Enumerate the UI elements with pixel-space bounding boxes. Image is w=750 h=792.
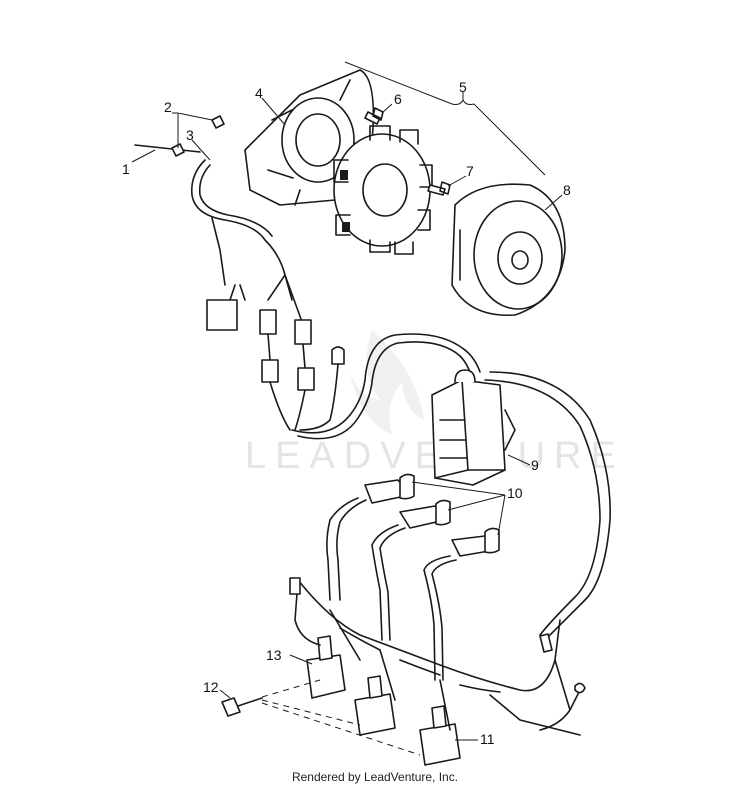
callout-1: 1 xyxy=(122,161,130,177)
watermark-text: LEADVENTURE xyxy=(245,435,625,477)
bolt-1 xyxy=(134,144,201,153)
watermark: LEADVENTURE xyxy=(245,330,625,477)
right-wire xyxy=(484,371,611,641)
callout-12: 12 xyxy=(203,679,219,695)
ht-leads xyxy=(326,497,457,681)
callout-9: 9 xyxy=(531,457,539,473)
footer-credit: Rendered by LeadVenture, Inc. xyxy=(291,770,459,784)
coil-harness xyxy=(289,577,586,736)
mount-bolt xyxy=(221,679,421,756)
ignition-coils xyxy=(306,635,461,766)
callout-2: 2 xyxy=(164,99,172,115)
callout-7: 7 xyxy=(466,163,474,179)
callout-4: 4 xyxy=(255,85,263,101)
cdi-harness xyxy=(269,333,481,440)
callout-3: 3 xyxy=(186,127,194,143)
connectors xyxy=(206,299,345,391)
leader-lines xyxy=(131,61,563,741)
callout-5: 5 xyxy=(459,79,467,95)
bolts xyxy=(134,107,451,196)
cdi-box xyxy=(431,369,516,486)
callout-10: 10 xyxy=(507,485,523,501)
callout-labels: 1 2 3 4 5 6 7 8 9 10 11 12 13 xyxy=(122,79,571,747)
callout-8: 8 xyxy=(563,182,571,198)
callout-13: 13 xyxy=(266,647,282,663)
callout-6: 6 xyxy=(394,91,402,107)
flywheel xyxy=(451,183,566,317)
stator-harness xyxy=(190,159,306,331)
spark-plug-caps xyxy=(364,473,500,557)
callout-11: 11 xyxy=(480,731,495,747)
watermark-logo xyxy=(350,330,424,434)
